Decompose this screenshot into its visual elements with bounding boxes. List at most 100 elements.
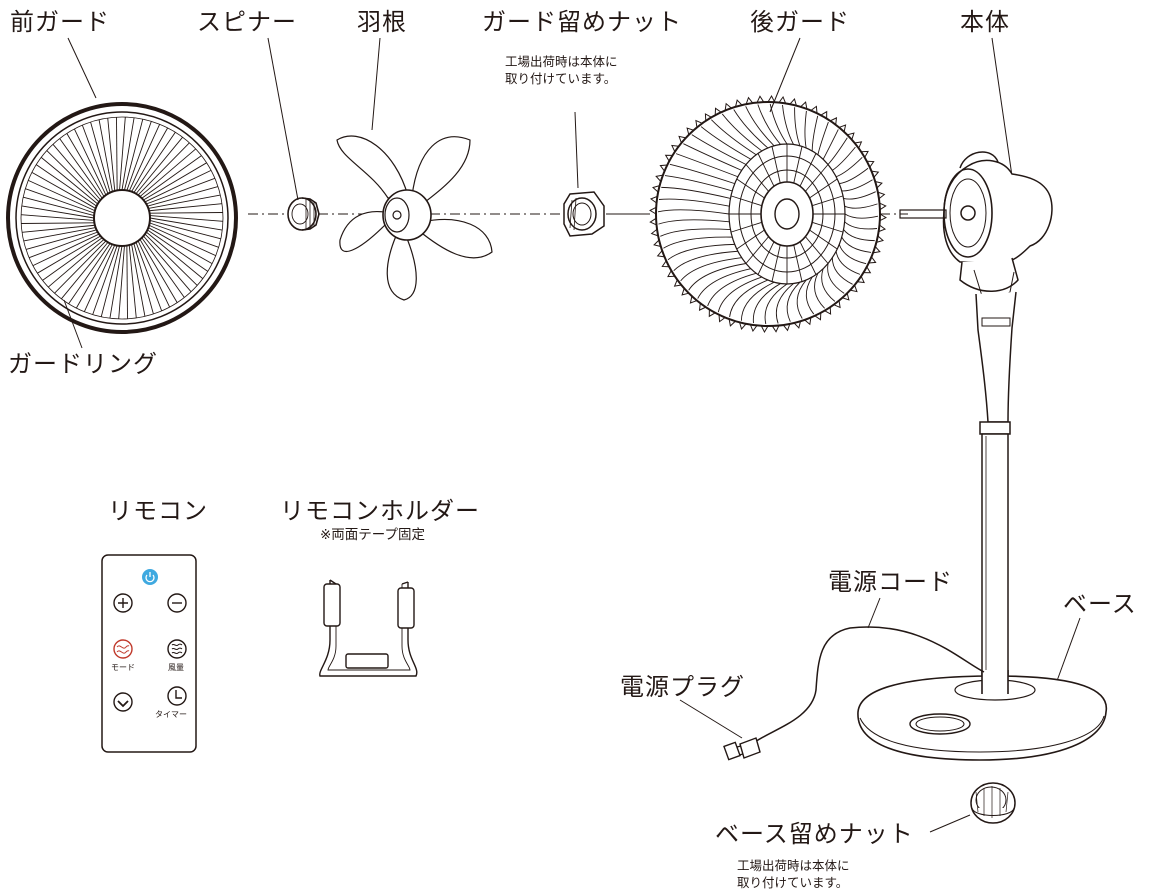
guard-spoke <box>119 117 126 191</box>
guard-fin <box>833 300 841 309</box>
guard-spoke <box>28 231 98 259</box>
guard-rib <box>796 279 807 319</box>
guard-fin <box>708 309 716 318</box>
rear-guard-leader <box>769 37 801 113</box>
guard-spoke <box>121 117 135 191</box>
guard-spoke <box>25 188 95 214</box>
guard-spoke <box>21 224 95 233</box>
power-cord-label: 電源コード <box>828 568 953 596</box>
guard-rib <box>814 273 825 309</box>
guard-spoke <box>81 124 109 194</box>
guard-spoke <box>126 245 128 319</box>
guard-spoke <box>100 245 120 317</box>
guard-spoke <box>128 245 137 319</box>
guard-spoke <box>144 169 212 203</box>
guard-spoke <box>107 117 116 191</box>
guard-spoke <box>131 127 169 192</box>
guard-nut-note-line2: 取り付けています。 <box>505 71 617 86</box>
guard-spoke <box>145 231 204 279</box>
front-guard-leader <box>67 37 97 99</box>
guard-spoke <box>141 155 202 199</box>
guard-inner-rib <box>805 236 829 264</box>
guard-fin <box>879 213 887 222</box>
guard-fin <box>878 224 887 233</box>
base-nut-leader <box>929 814 971 833</box>
rear-guard-label: 後ガード <box>750 8 850 36</box>
guard-inner-rib <box>771 146 781 184</box>
guard-fin <box>847 132 855 140</box>
guard-inner-rib <box>736 178 765 199</box>
guard-fin <box>872 246 881 254</box>
guard-spoke <box>116 117 118 191</box>
guard-fin <box>830 117 838 125</box>
guard-rib <box>721 113 763 152</box>
guard-rib <box>843 191 876 200</box>
remote-holder-note: ※両面テープ固定 <box>320 527 426 543</box>
guard-spoke <box>52 143 101 201</box>
guard-rib <box>658 198 730 207</box>
guard-spoke <box>21 205 95 219</box>
guard-rib <box>711 119 757 156</box>
guard-fin <box>649 195 658 204</box>
mode-caption: モード <box>111 663 135 672</box>
guard-spoke <box>149 203 223 212</box>
guard-spoke <box>149 212 223 214</box>
guard-fin <box>661 260 670 268</box>
guard-rib <box>841 236 872 253</box>
guard-inner-rib <box>745 164 769 192</box>
guard-fin <box>739 322 747 330</box>
guard-rib <box>835 251 861 275</box>
guard-inner-rib <box>809 178 838 199</box>
guard-fin <box>649 217 657 226</box>
guard-rib <box>835 157 863 178</box>
guard-nut-leader <box>574 111 579 189</box>
guard-spoke <box>28 179 96 212</box>
guard-spoke <box>126 121 152 191</box>
guard-spoke <box>135 242 163 312</box>
guard-spoke <box>139 148 197 197</box>
guard-spoke <box>92 245 118 315</box>
guard-spoke <box>90 121 111 193</box>
guard-nut <box>563 191 605 237</box>
guard-rib <box>841 179 873 192</box>
guard-fin <box>698 303 706 311</box>
power-cord-leader <box>867 597 881 629</box>
guard-spoke <box>21 214 95 221</box>
guard-fin <box>850 284 858 293</box>
spinner-label: スピナー <box>197 8 297 36</box>
guard-inner-rib <box>799 241 817 275</box>
guard-nut-note-line1: 工場出荷時は本体に <box>505 54 618 69</box>
guard-spoke <box>128 124 161 192</box>
guard-fin <box>810 105 818 114</box>
guard-spoke <box>131 244 146 317</box>
guard-inner-rib <box>793 244 803 282</box>
guard-fin <box>789 98 797 106</box>
guard-spoke <box>137 142 190 196</box>
guard-spoke <box>75 244 113 309</box>
guard-rib <box>752 283 781 324</box>
base-label: ベース <box>1063 590 1137 618</box>
guard-spoke <box>68 243 111 305</box>
guard-spoke <box>148 224 216 257</box>
guard-rib <box>844 213 879 219</box>
remote-holder-label: リモコンホルダー <box>280 497 480 525</box>
guard-fin <box>760 325 769 333</box>
guard-spoke <box>21 222 95 224</box>
guard-fin <box>868 256 877 264</box>
guard-inner-rib <box>757 153 775 187</box>
power-plug-leader <box>679 699 743 739</box>
guard-rib <box>844 203 878 209</box>
guard-spoke <box>135 136 183 195</box>
guard-rib <box>658 219 730 225</box>
guard-rib <box>688 263 747 291</box>
guard-rib <box>745 106 775 147</box>
guard-spoke <box>133 243 154 315</box>
guard-rib <box>844 221 878 230</box>
rear-guard <box>649 95 887 333</box>
guard-rib <box>757 104 781 145</box>
guard-rib <box>805 276 815 315</box>
guard-ring-label: ガードリング <box>8 350 158 378</box>
minus-button <box>167 593 187 613</box>
guard-fin <box>876 235 884 243</box>
guard-fin <box>782 323 791 332</box>
